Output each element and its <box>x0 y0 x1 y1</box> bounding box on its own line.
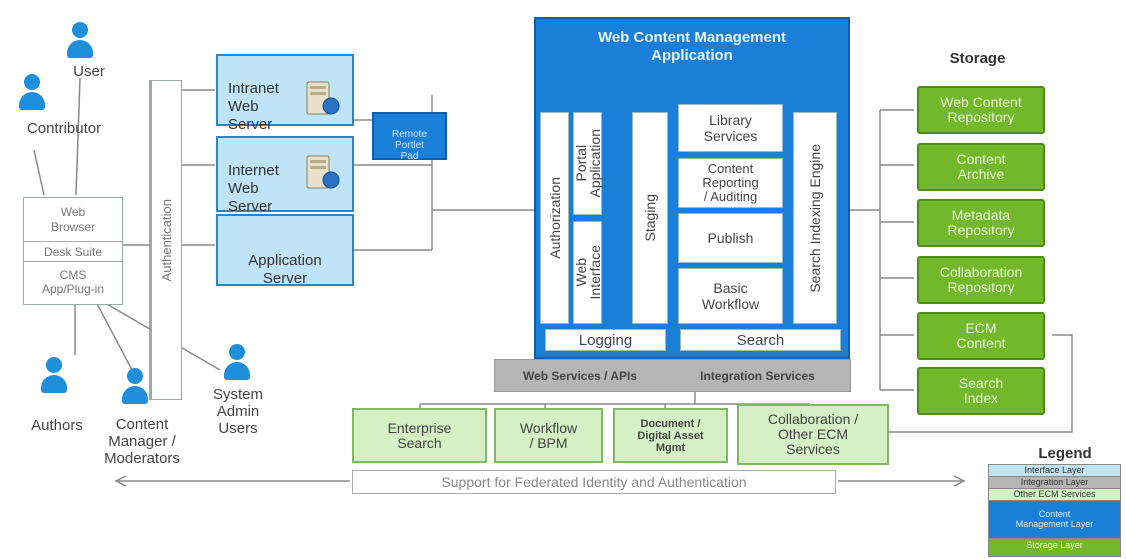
logging-label: Logging <box>578 331 633 349</box>
application-server: Application Server <box>216 214 354 287</box>
content-reporting-label: Content Reporting / Auditing <box>702 161 759 204</box>
system-admin-icon-body <box>224 362 250 380</box>
storage-item-label: Web Content Repository <box>940 94 1022 125</box>
basic-workflow-module: Basic Workflow <box>678 268 783 324</box>
legend-box: Interface Layer Integration Layer Other … <box>988 464 1121 557</box>
intranet-web-server-label: Intranet Web Server <box>228 80 279 133</box>
staging-module: Staging <box>632 112 668 324</box>
authorization-module: Authorization <box>540 112 569 324</box>
authentication-bar: Authentication <box>151 80 182 400</box>
federated-identity-bar: Support for Federated Identity and Authe… <box>352 470 836 494</box>
document-digital-asset-mgmt: Document / Digital Asset Mgmt <box>613 408 728 463</box>
authors-icon-body <box>41 375 67 393</box>
document-digital-asset-mgmt-label: Document / Digital Asset Mgmt <box>637 417 704 454</box>
publish-label: Publish <box>707 230 754 246</box>
search-indexing-engine-label: Search Indexing Engine <box>807 143 823 293</box>
remote-portlet-pad: Remote Portlet Pad <box>372 112 447 162</box>
application-server-label: Application Server <box>248 252 322 287</box>
staging-label: Staging <box>642 194 658 242</box>
storage-item-label: Collaboration Repository <box>939 264 1023 295</box>
web-services-apis: Web Services / APIs <box>522 368 638 383</box>
integration-services: Integration Services <box>700 368 815 383</box>
logging-module: Logging <box>545 329 666 351</box>
contributor-label: Contributor <box>26 120 102 137</box>
remote-portlet-pad-label: Remote Portlet Pad <box>391 129 427 162</box>
content-manager-icon-body <box>122 386 148 404</box>
storage-item: Search Index <box>917 367 1045 415</box>
web-interface-module: Web Interface <box>572 221 603 324</box>
collaboration-other-ecm-services-label: Collaboration / Other ECM Services <box>767 411 859 457</box>
system-admin-icon <box>229 344 245 360</box>
storage-item: Metadata Repository <box>917 199 1045 247</box>
legend-other-ecm-services: Other ECM Services <box>989 489 1120 501</box>
legend-storage-layer: Storage Layer <box>989 539 1120 556</box>
enterprise-search-label: Enterprise Search <box>387 419 452 451</box>
authors-label: Authors <box>31 417 83 434</box>
workflow-bpm: Workflow / BPM <box>494 408 603 463</box>
server-icon <box>306 155 340 189</box>
user-label: User <box>73 63 105 80</box>
internet-web-server-label: Internet Web Server <box>228 162 279 215</box>
desk-suite: Desk Suite <box>24 242 122 262</box>
wcm-title: Web Content Management Application <box>597 29 787 64</box>
basic-workflow-label: Basic Workflow <box>701 280 760 312</box>
storage-item: Content Archive <box>917 143 1045 191</box>
enterprise-search: Enterprise Search <box>352 408 487 463</box>
contributor-icon <box>24 74 40 90</box>
authentication-label: Authentication <box>159 198 174 282</box>
portal-application-label: Portal Application <box>572 129 603 198</box>
publish-module: Publish <box>678 213 783 263</box>
storage-item-label: Metadata Repository <box>947 207 1015 238</box>
content-manager-icon <box>127 368 143 384</box>
legend-title: Legend <box>1038 445 1092 462</box>
search-label: Search <box>736 331 785 349</box>
workflow-bpm-label: Workflow / BPM <box>519 419 578 451</box>
storage-item-label: ECM Content <box>956 320 1006 351</box>
search-indexing-engine-module: Search Indexing Engine <box>793 112 837 324</box>
authors-icon <box>46 357 62 373</box>
storage-title: Storage <box>949 50 1006 67</box>
storage-item-label: Search Index <box>958 375 1004 406</box>
legend-integration-layer: Integration Layer <box>989 477 1120 489</box>
user-icon-body <box>67 40 93 58</box>
web-interface-label: Web Interface <box>572 245 603 300</box>
library-services-module: Library Services <box>678 104 783 152</box>
library-services-label: Library Services <box>703 112 758 144</box>
federated-identity-label: Support for Federated Identity and Authe… <box>441 474 747 490</box>
client-box: Web Browser Desk Suite CMS App/Plug-in <box>23 197 123 305</box>
server-icon <box>306 81 340 115</box>
storage-item: ECM Content <box>917 312 1045 360</box>
storage-item: Collaboration Repository <box>917 256 1045 304</box>
system-admin-label: System Admin Users <box>212 386 263 437</box>
content-reporting-module: Content Reporting / Auditing <box>678 158 783 208</box>
portal-application-module: Portal Application <box>572 112 603 215</box>
cms-plugin: CMS App/Plug-in <box>41 268 105 296</box>
content-manager-label: Content Manager / Moderators <box>104 416 180 467</box>
integration-layer: Web Services / APIs Integration Services <box>494 359 851 392</box>
web-browser: Web Browser <box>24 198 122 242</box>
storage-item: Web Content Repository <box>917 86 1045 134</box>
user-icon <box>72 22 88 38</box>
contributor-icon-body <box>19 92 45 110</box>
collaboration-other-ecm-services: Collaboration / Other ECM Services <box>737 404 889 465</box>
legend-content-management-layer: Content Management Layer <box>989 501 1120 539</box>
search-module: Search <box>680 329 841 351</box>
storage-item-label: Content Archive <box>956 151 1006 182</box>
authorization-label: Authorization <box>546 177 563 259</box>
legend-interface-layer: Interface Layer <box>989 465 1120 477</box>
